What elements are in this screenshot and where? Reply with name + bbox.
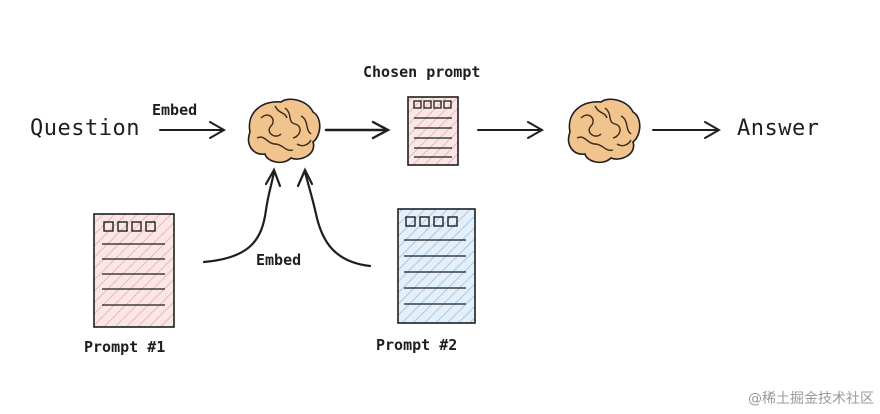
watermark: @稀土掘金技术社区 bbox=[748, 391, 874, 407]
arrow-question-to-brain bbox=[159, 121, 227, 139]
label-answer: Answer bbox=[737, 116, 820, 141]
document-icon bbox=[397, 208, 476, 324]
arrow-brain-to-answer bbox=[652, 121, 722, 139]
brain-icon bbox=[247, 98, 321, 164]
label-prompt-1: Prompt #1 bbox=[84, 338, 166, 356]
document-icon bbox=[93, 213, 175, 328]
document-icon bbox=[407, 96, 459, 166]
label-question: Question bbox=[30, 116, 140, 141]
arrow-prompt2-to-brain bbox=[296, 167, 372, 268]
brain-icon bbox=[567, 98, 641, 164]
label-chosen-prompt: Chosen prompt bbox=[363, 63, 481, 81]
label-embed-top: Embed bbox=[152, 101, 198, 119]
arrow-chosen-to-brain bbox=[477, 121, 545, 139]
label-embed-bottom: Embed bbox=[256, 251, 302, 269]
arrow-prompt1-to-brain bbox=[202, 167, 282, 264]
label-prompt-2: Prompt #2 bbox=[376, 336, 458, 354]
arrow-brain-to-chosen bbox=[324, 120, 391, 140]
